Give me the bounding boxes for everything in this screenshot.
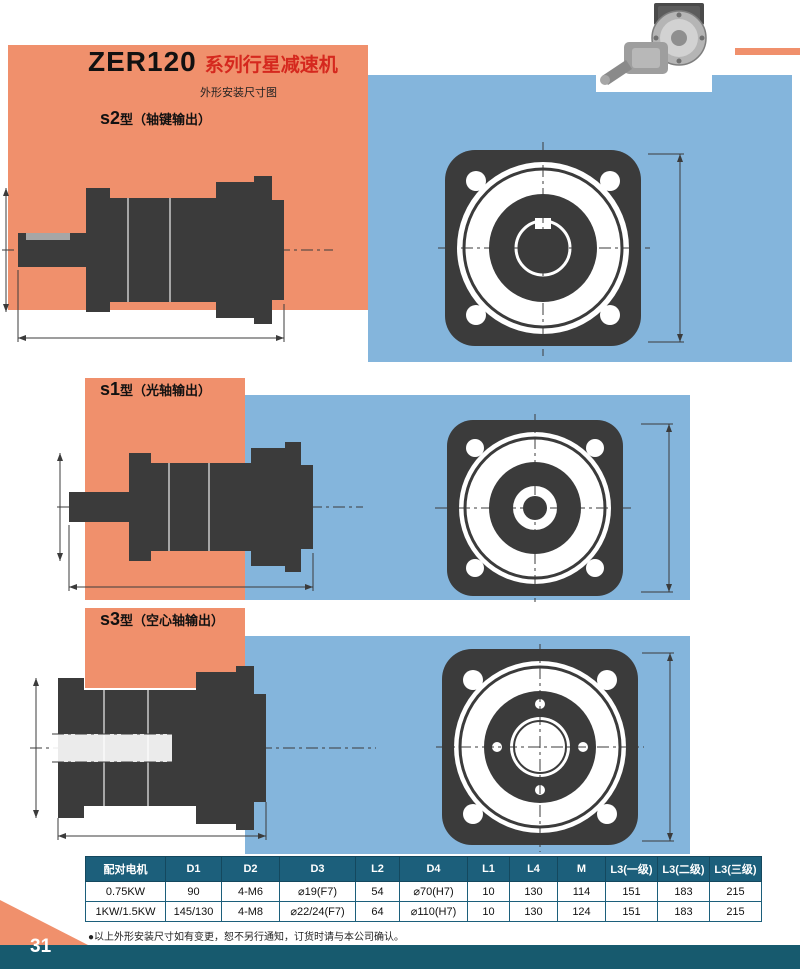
spec-table-cell: 124 — [557, 901, 606, 922]
spec-table-cell: ⌀110(H7) — [399, 901, 468, 922]
spec-table-header: L2 — [355, 856, 400, 882]
spec-table-cell: 90 — [165, 881, 222, 902]
section-label-s1: s1型（光轴输出） — [100, 379, 211, 400]
spec-table-header: D2 — [221, 856, 280, 882]
spec-table-header: M — [557, 856, 606, 882]
page-subtitle: 外形安装尺寸图 — [200, 87, 277, 99]
spec-table-header: D1 — [165, 856, 222, 882]
spec-table-cell: 64 — [355, 901, 400, 922]
section-label-s2: s2型（轴键输出） — [100, 108, 211, 129]
section-code-s1: s1 — [100, 379, 121, 399]
section-desc-s2: 型（轴键输出） — [120, 112, 212, 127]
footnote: ●以上外形安装尺寸如有变更，恕不另行通知，订货时请与本公司确认。 — [88, 932, 405, 943]
section-code-s2: s2 — [100, 108, 121, 128]
section-desc-s3: 型（空心轴输出） — [120, 613, 225, 628]
spec-table-cell: 145/130 — [165, 901, 222, 922]
section-label-s3: s3型（空心轴输出） — [100, 609, 224, 630]
spec-table-header: L3(三级) — [709, 856, 762, 882]
spec-table-header: 配对电机 — [85, 856, 166, 882]
spec-table-cell: 4-M8 — [221, 901, 280, 922]
s1-side-view-drawing — [57, 442, 363, 591]
s3-side-view-drawing — [30, 666, 376, 840]
spec-table-cell: ⌀70(H7) — [399, 881, 468, 902]
spec-table-cell: 0.75KW — [85, 881, 166, 902]
spec-table-cell: 4-M6 — [221, 881, 280, 902]
spec-table-cell: 54 — [355, 881, 400, 902]
page-header: ZER120 系列行星减速机 — [88, 46, 338, 78]
section-code-s3: s3 — [100, 609, 121, 629]
section-desc-s1: 型（光轴输出） — [120, 383, 212, 398]
spec-table-cell: 151 — [605, 881, 658, 902]
product-photo — [596, 0, 712, 92]
orange-accent-line — [735, 48, 800, 55]
series-title: 系列行星减速机 — [204, 55, 338, 76]
spec-table-cell: ⌀22/24(F7) — [279, 901, 356, 922]
spec-table-cell: 183 — [657, 901, 710, 922]
spec-table-cell: 1KW/1.5KW — [85, 901, 166, 922]
spec-table-header: L4 — [509, 856, 558, 882]
spec-table-header: D3 — [279, 856, 356, 882]
spec-table-cell: 215 — [709, 901, 762, 922]
spec-table-cell: 114 — [557, 881, 606, 902]
spec-table-cell: 183 — [657, 881, 710, 902]
s2-front-view-drawing — [438, 142, 684, 356]
model-title: ZER120 — [88, 46, 197, 77]
s2-side-view-drawing — [2, 176, 333, 342]
spec-table-cell: ⌀19(F7) — [279, 881, 356, 902]
spec-table-cell: 10 — [467, 901, 510, 922]
spec-table-cell: 151 — [605, 901, 658, 922]
spec-table-cell: 130 — [509, 901, 558, 922]
spec-table-cell: 130 — [509, 881, 558, 902]
spec-table-header: L3(一级) — [605, 856, 658, 882]
spec-table-header: L3(二级) — [657, 856, 710, 882]
s1-front-view-drawing — [435, 414, 673, 602]
spec-table-cell: 215 — [709, 881, 762, 902]
page-number: 31 — [30, 936, 52, 957]
footer-bar — [0, 945, 800, 969]
spec-table-cell: 10 — [467, 881, 510, 902]
spec-table-header: L1 — [467, 856, 510, 882]
s3-front-view-drawing — [436, 644, 674, 852]
spec-table-header: D4 — [399, 856, 468, 882]
